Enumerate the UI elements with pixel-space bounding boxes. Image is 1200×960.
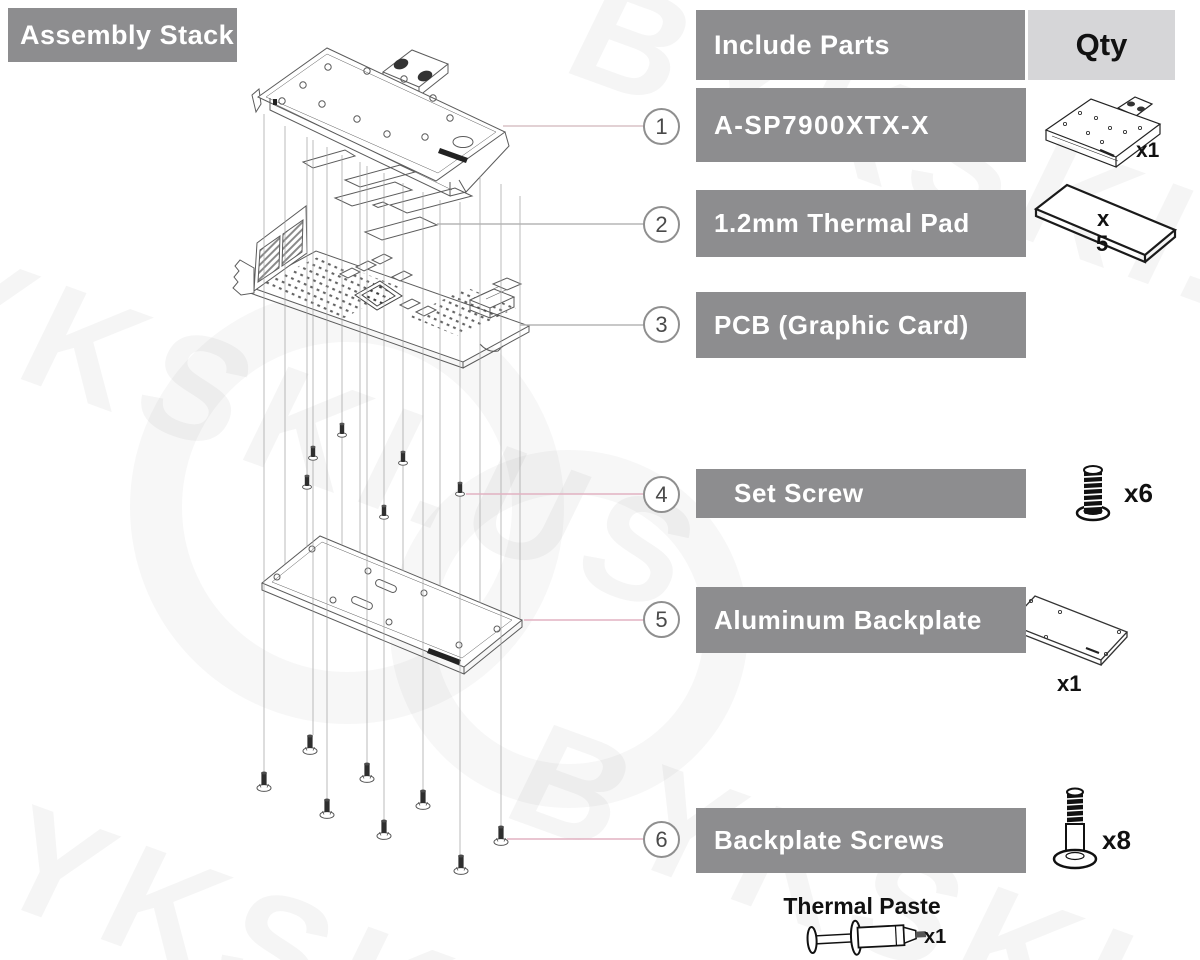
set-screw-icon <box>1075 465 1111 522</box>
callout-6: 6 <box>643 821 680 858</box>
callout-4: 4 <box>643 476 680 513</box>
qty-row1: x1 <box>1136 139 1160 162</box>
qty-row6: x8 <box>1102 825 1131 855</box>
part-label-5-text: Aluminum Backplate <box>714 604 982 635</box>
callout-3: 3 <box>643 306 680 343</box>
water-block-icon <box>1044 96 1162 168</box>
backplate-drawing <box>261 535 523 675</box>
page-title-text: Assembly Stack <box>20 19 235 50</box>
syringe-icon <box>806 919 927 956</box>
callout-6-num: 6 <box>655 826 668 852</box>
backplate-icon <box>1007 595 1129 666</box>
backplate-screw-icon <box>1052 787 1098 870</box>
callout-2-num: 2 <box>655 211 668 237</box>
qty-row2-n: 5 <box>1096 231 1109 256</box>
include-parts-header: Include Parts <box>696 10 1025 80</box>
callout-2: 2 <box>643 206 680 243</box>
callout-5-num: 5 <box>655 606 668 632</box>
part-label-6: Backplate Screws <box>696 808 1026 873</box>
pcie-bracket-drawing <box>232 205 308 296</box>
thermal-pads-drawing <box>301 149 474 241</box>
thermal-paste-label: Thermal Paste <box>760 893 964 920</box>
qty-row4: x6 <box>1124 478 1153 508</box>
part-label-6-text: Backplate Screws <box>714 825 945 855</box>
callout-4-num: 4 <box>655 481 668 507</box>
qty-row5: x1 <box>1057 671 1082 696</box>
part-label-2: 1.2mm Thermal Pad <box>696 190 1026 257</box>
thermal-pad-icon <box>1033 183 1178 264</box>
backplate-screws-drawing <box>256 734 509 875</box>
qty-header: Qty <box>1028 10 1175 80</box>
part-label-1-text: A-SP7900XTX-X <box>714 109 931 140</box>
part-label-3: PCB (Graphic Card) <box>696 292 1026 358</box>
thermal-paste-label-text: Thermal Paste <box>783 893 941 919</box>
qty-label: Qty <box>1075 27 1128 62</box>
page-title: Assembly Stack <box>8 8 237 62</box>
part-label-4-text: Set Screw <box>734 478 864 508</box>
part-label-3-text: PCB (Graphic Card) <box>714 309 969 340</box>
callout-3-num: 3 <box>655 311 668 337</box>
part-label-2-text: 1.2mm Thermal Pad <box>714 208 970 238</box>
callout-5: 5 <box>643 601 680 638</box>
callout-1: 1 <box>643 108 680 145</box>
pcb-drawing <box>248 250 531 369</box>
part-label-1: A-SP7900XTX-X <box>696 88 1026 162</box>
include-parts-label: Include Parts <box>714 29 891 60</box>
qty-row2-x: x <box>1097 206 1110 231</box>
guide-lines <box>263 114 521 855</box>
callout-1-num: 1 <box>655 113 668 139</box>
water-block-drawing <box>251 47 510 197</box>
callout-lines <box>437 125 644 840</box>
part-label-5: Aluminum Backplate <box>696 587 1026 653</box>
qty-thermal-paste: x1 <box>924 926 947 948</box>
part-label-4: Set Screw <box>696 469 1026 518</box>
